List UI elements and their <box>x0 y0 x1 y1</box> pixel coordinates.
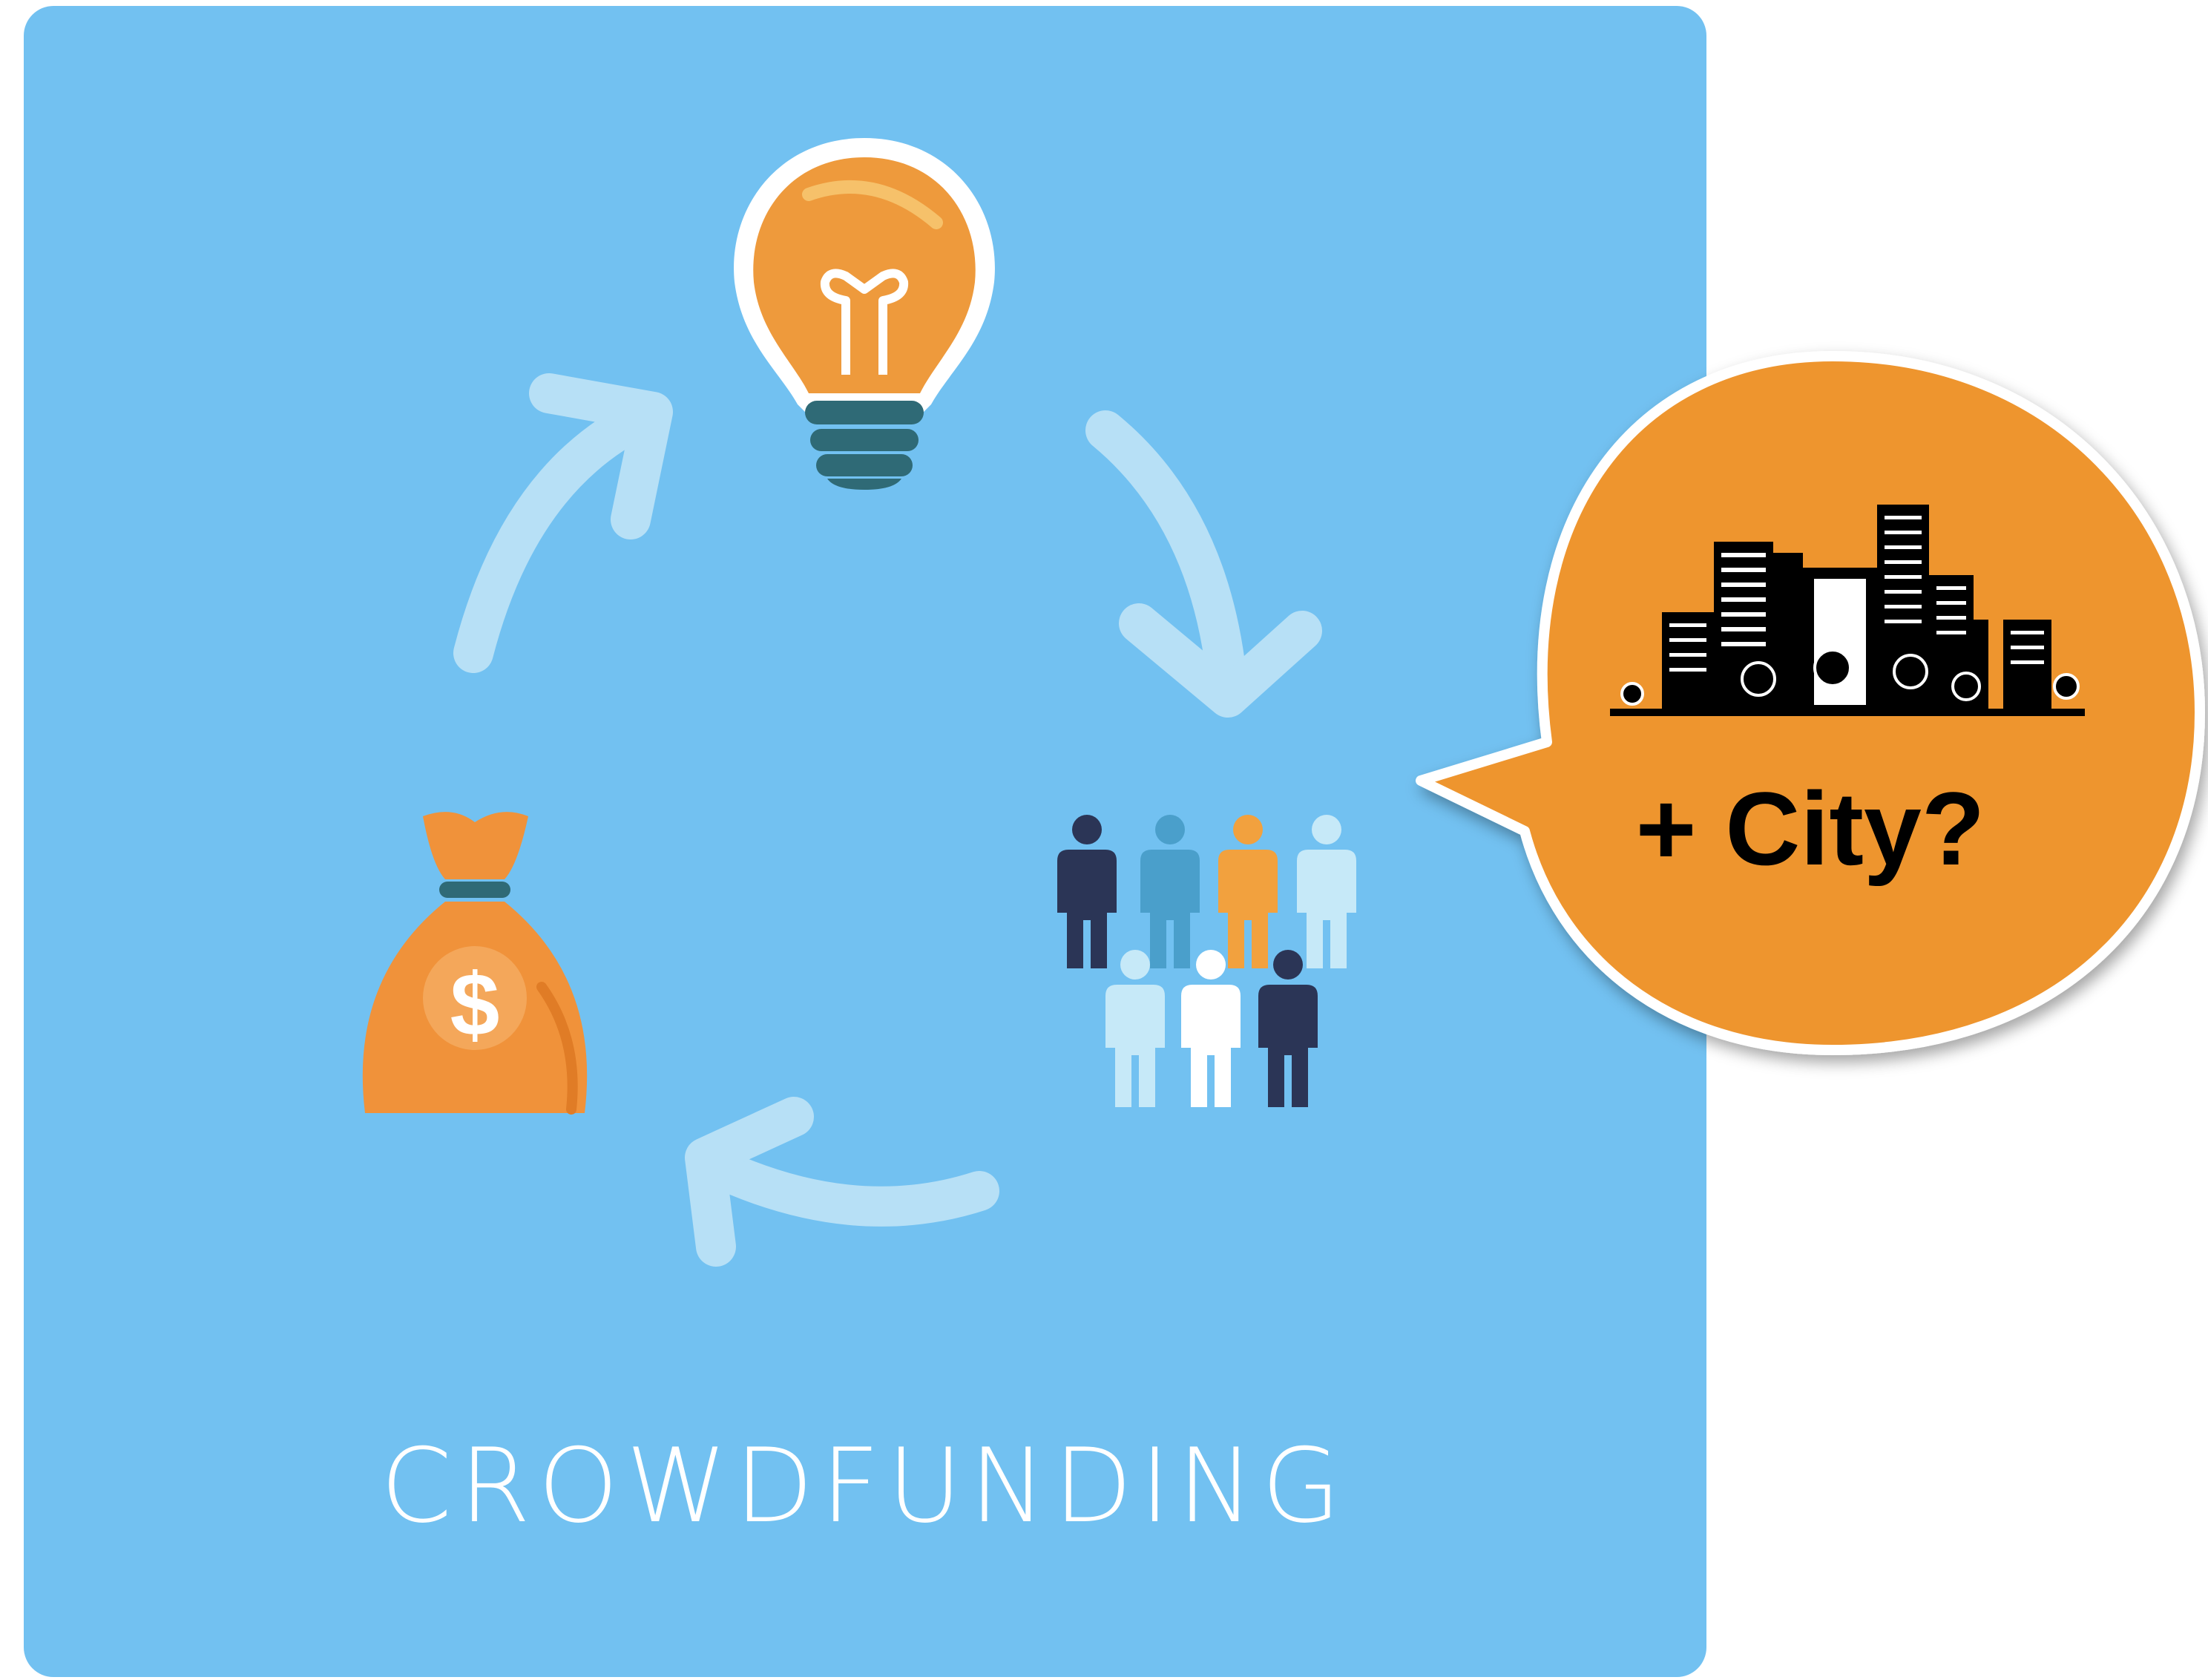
person-icon <box>1297 815 1356 968</box>
arrow-to-idea-icon <box>453 373 673 673</box>
person-icon <box>1258 950 1318 1107</box>
lightbulb-icon <box>734 138 995 490</box>
people-group-icon <box>1057 815 1356 1107</box>
person-icon <box>1181 950 1241 1107</box>
cycle-arrows <box>453 373 1322 1267</box>
person-icon <box>1105 950 1165 1107</box>
city-callout-text: + City? <box>1636 770 1985 887</box>
city-skyline-icon <box>1610 505 2085 716</box>
crowdfunding-caption: CROWDFUNDING <box>381 1426 1348 1546</box>
money-bag-icon: $ <box>362 812 588 1115</box>
dollar-sign-icon: $ <box>450 955 500 1054</box>
person-icon <box>1218 815 1278 968</box>
arrow-to-funding-icon <box>685 1097 999 1267</box>
arrow-to-crowd-icon <box>1085 410 1322 718</box>
person-icon <box>1140 815 1200 968</box>
person-icon <box>1057 815 1117 968</box>
crowdfunding-panel <box>24 6 1706 1677</box>
